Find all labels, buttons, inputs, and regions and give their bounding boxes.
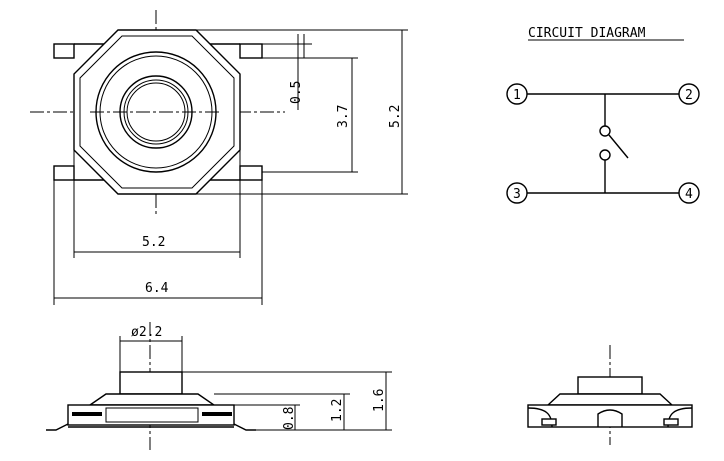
side-lead-left — [46, 423, 69, 431]
front-body — [527, 404, 693, 428]
pin-4-label: 4 — [685, 187, 693, 202]
dim-lead-width: 0.5 — [262, 34, 312, 110]
dim-body-height: 5.2 — [196, 29, 408, 195]
top-view: 0.5 3.7 5.2 5.2 6.4 — [30, 10, 408, 305]
front-terminal-right — [663, 418, 679, 426]
dim-overall-width: 6.4 — [53, 180, 263, 305]
dim-body-width: 5.2 — [73, 150, 241, 258]
dim-lead-pitch-label: 3.7 — [336, 105, 351, 128]
dim-body-height-label: 5.2 — [388, 105, 403, 128]
switch-blade — [608, 134, 629, 159]
dim-actuator-diameter: ø2.2 — [119, 325, 183, 372]
dim-body-width-label: 5.2 — [142, 235, 165, 250]
lead-bottom-right — [239, 165, 263, 181]
top-view-leads — [53, 43, 263, 181]
side-view: ø2.2 0.8 1.2 1.6 — [46, 322, 392, 450]
dim-lead-width-label: 0.5 — [289, 81, 304, 104]
circuit-diagram: CIRCUIT DIAGRAM 1 2 3 4 — [506, 26, 700, 204]
side-body-center — [105, 407, 199, 423]
side-terminal-left — [72, 412, 102, 416]
lead-bottom-left — [53, 165, 75, 181]
side-body — [67, 404, 235, 426]
dim-total-height-label: 1.6 — [372, 389, 387, 412]
switch-body-inner-outline — [79, 35, 235, 189]
front-actuator — [577, 376, 643, 395]
front-view — [527, 345, 693, 445]
switch-contact-upper — [599, 125, 611, 137]
front-terminal-left — [541, 418, 557, 426]
circuit-diagram-title: CIRCUIT DIAGRAM — [528, 26, 646, 41]
pin-2-label: 2 — [685, 88, 693, 103]
pin-1-label: 1 — [513, 88, 521, 103]
dim-base-height-label: 0.8 — [282, 407, 297, 430]
dim-lead-pitch: 3.7 — [262, 57, 358, 173]
switch-contact-lower — [599, 149, 611, 161]
front-center-notch — [597, 409, 623, 427]
dim-body-height-side-label: 1.2 — [330, 399, 345, 422]
pin-3-label: 3 — [513, 187, 521, 202]
front-body-top — [546, 393, 674, 406]
side-lead-right — [233, 423, 256, 431]
dim-overall-width-label: 6.4 — [145, 281, 169, 296]
lead-top-left — [53, 43, 75, 59]
side-actuator — [119, 371, 183, 395]
side-body-top — [87, 393, 217, 406]
lead-top-right — [239, 43, 263, 59]
side-terminal-right — [202, 412, 232, 416]
dim-actuator-diameter-label: ø2.2 — [131, 325, 162, 340]
